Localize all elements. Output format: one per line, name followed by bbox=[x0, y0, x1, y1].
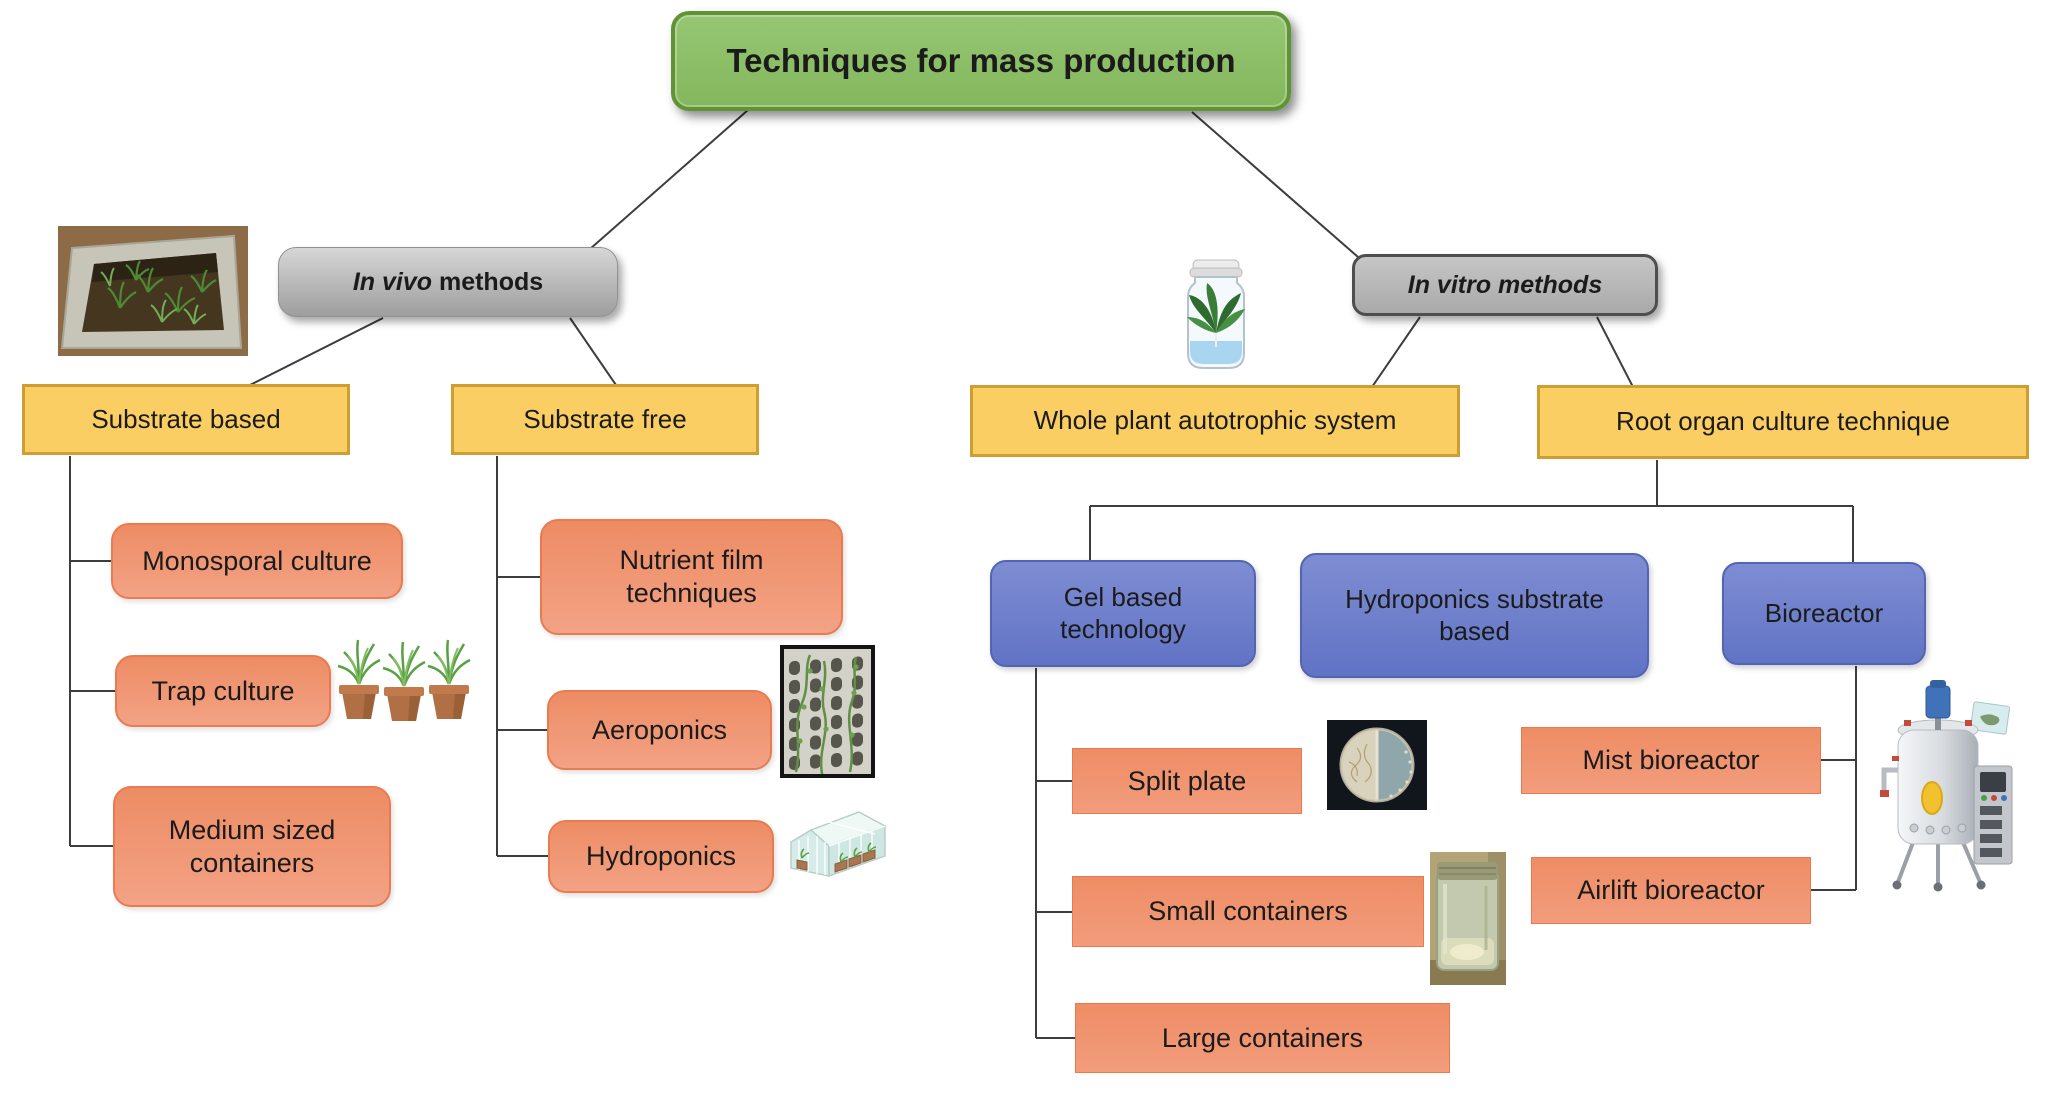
potted-plants-illustration bbox=[336, 638, 472, 721]
plant-in-jar-illustration bbox=[1187, 259, 1245, 369]
connector-substrate-based-tree bbox=[69, 456, 115, 847]
mist-bioreactor-label: Mist bioreactor bbox=[1582, 745, 1760, 776]
substrate-free-label: Substrate free bbox=[523, 403, 687, 434]
substrate-based-label: Substrate based bbox=[91, 403, 281, 434]
gel-based-label: Gel based technology bbox=[1060, 581, 1186, 644]
node-substrate-based: Substrate based bbox=[22, 384, 350, 455]
connector-gel-tree bbox=[1035, 668, 1075, 1039]
split-plate-label: Split plate bbox=[1127, 765, 1247, 796]
node-medium-sized-containers: Medium sized containers bbox=[113, 786, 391, 907]
medium-label: Medium sized containers bbox=[168, 814, 336, 878]
connector-substrate-free-tree bbox=[496, 456, 548, 857]
trap-label: Trap culture bbox=[151, 675, 295, 706]
node-monosporal-culture: Monosporal culture bbox=[111, 523, 403, 599]
node-trap-culture: Trap culture bbox=[115, 655, 331, 727]
connector-invivo-substrate-based bbox=[249, 317, 384, 386]
node-airlift-bioreactor: Airlift bioreactor bbox=[1531, 857, 1811, 924]
connector-title-invivo bbox=[589, 109, 749, 250]
bioreactor-label: Bioreactor bbox=[1764, 597, 1884, 628]
node-bioreactor: Bioreactor bbox=[1722, 562, 1926, 665]
node-small-containers: Small containers bbox=[1072, 876, 1424, 947]
root-organ-label: Root organ culture technique bbox=[1616, 406, 1950, 437]
in-vivo-label: In vivo methods bbox=[352, 267, 544, 296]
node-aeroponics: Aeroponics bbox=[547, 690, 772, 770]
monosporal-label: Monosporal culture bbox=[142, 545, 372, 576]
culture-jar-photo bbox=[1430, 852, 1506, 985]
node-gel-based-technology: Gel based technology bbox=[990, 560, 1256, 667]
raised-bed-photo bbox=[58, 226, 248, 356]
large-containers-label: Large containers bbox=[1161, 1022, 1364, 1053]
nutrient-film-label: Nutrient film techniques bbox=[619, 545, 764, 608]
node-root-organ-culture-technique: Root organ culture technique bbox=[1537, 385, 2029, 459]
connector-invitro-root-organ bbox=[1596, 316, 1634, 388]
whole-plant-label: Whole plant autotrophic system bbox=[1033, 405, 1397, 436]
connector-invitro-whole-plant bbox=[1371, 316, 1421, 388]
vertical-garden-photo bbox=[780, 645, 875, 778]
small-containers-label: Small containers bbox=[1148, 896, 1348, 927]
hydroponics-substrate-label: Hydroponics substrate based bbox=[1345, 583, 1604, 646]
node-title: Techniques for mass production bbox=[671, 11, 1291, 111]
in-vitro-label: In vitro methods bbox=[1407, 270, 1603, 299]
split-petri-dish-photo bbox=[1327, 720, 1427, 810]
connector-bioreactor-tree bbox=[1811, 666, 1857, 891]
node-substrate-free: Substrate free bbox=[451, 384, 759, 455]
hydroponics-label: Hydroponics bbox=[585, 841, 737, 872]
title-label: Techniques for mass production bbox=[726, 41, 1236, 79]
node-in-vitro-methods: In vitro methods bbox=[1352, 254, 1658, 316]
node-nutrient-film-techniques: Nutrient film techniques bbox=[540, 519, 843, 635]
node-hydroponics-substrate-based: Hydroponics substrate based bbox=[1300, 553, 1649, 678]
node-mist-bioreactor: Mist bioreactor bbox=[1521, 727, 1821, 794]
node-large-containers: Large containers bbox=[1075, 1003, 1450, 1073]
node-in-vivo-methods: In vivo methods bbox=[278, 247, 618, 317]
node-hydroponics: Hydroponics bbox=[548, 820, 774, 893]
node-split-plate: Split plate bbox=[1072, 748, 1302, 814]
bioreactor-illustration bbox=[1880, 680, 2013, 892]
aeroponics-label: Aeroponics bbox=[591, 714, 728, 745]
greenhouse-illustration bbox=[790, 811, 887, 877]
connector-title-invitro bbox=[1191, 111, 1359, 258]
airlift-bioreactor-label: Airlift bioreactor bbox=[1577, 875, 1765, 906]
connector-root-organ-rail bbox=[1089, 460, 1854, 564]
connector-invivo-substrate-free bbox=[569, 317, 617, 386]
node-whole-plant-autotrophic-system: Whole plant autotrophic system bbox=[970, 385, 1460, 457]
